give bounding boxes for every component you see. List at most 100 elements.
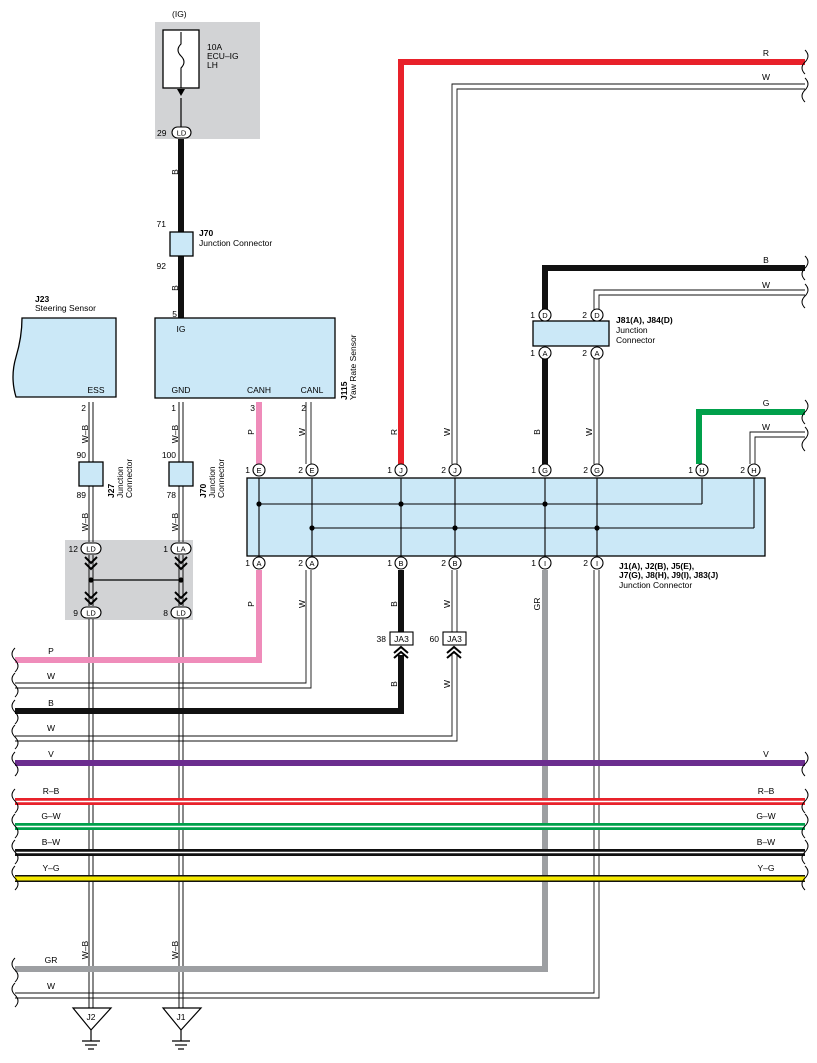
pin-num: 1 xyxy=(531,465,536,475)
ground-j2-icon xyxy=(71,1007,113,1050)
yaw-id: J115 xyxy=(339,381,349,400)
fuse-rating: 10A xyxy=(207,42,222,52)
wire-g-w xyxy=(15,823,805,830)
bus-label-left: W xyxy=(47,981,55,991)
pin-num: 1 xyxy=(387,558,392,568)
j81-pin-a1 xyxy=(538,346,552,360)
wire-label-right: B xyxy=(763,255,769,265)
pin-num: 1 xyxy=(688,465,693,475)
bus-label-left: P xyxy=(48,646,54,656)
fuse-supply: (IG) xyxy=(172,9,187,19)
j81-pin-num: 2 xyxy=(582,348,587,358)
bus-label-left: B–W xyxy=(42,837,60,847)
pin-num: 2 xyxy=(740,465,745,475)
pin-num: 2 xyxy=(298,465,303,475)
wire-label: R xyxy=(389,429,399,435)
pin-num: 2 xyxy=(583,465,588,475)
j81-pin-num: 1 xyxy=(530,310,535,320)
connector-ld-top xyxy=(171,126,192,139)
pin-letter: H xyxy=(699,466,704,475)
connector-ld-label: LD xyxy=(177,129,187,138)
wire-label: W–B xyxy=(170,940,180,959)
yaw-canh: CANH xyxy=(247,385,271,395)
wire-label-right: W xyxy=(762,422,770,432)
ground-j2-label: J2 xyxy=(87,1012,96,1022)
steering-sensor-box xyxy=(12,317,117,398)
ja3-connector-38 xyxy=(389,631,414,646)
wire-w-j81 xyxy=(593,289,805,464)
pin-letter: J xyxy=(399,466,403,475)
j81-id: J81(A), J84(D) xyxy=(616,315,673,325)
junction-bottom-pins xyxy=(252,556,604,570)
junction-title-3: Junction Connector xyxy=(619,580,692,590)
splice-dot xyxy=(178,577,184,583)
yaw-ig: IG xyxy=(177,324,186,334)
wire-label-right: G xyxy=(763,398,770,408)
pin-num: 1 xyxy=(245,465,250,475)
ld-pin-9: 9 xyxy=(73,608,78,618)
bus-label-left: Y–G xyxy=(42,863,59,873)
ground-j1-label: J1 xyxy=(177,1012,186,1022)
ja3-label: JA3 xyxy=(394,634,409,644)
wire-label: W–B xyxy=(170,512,180,531)
bus-label-right: G–W xyxy=(756,811,775,821)
ld-la-connectors xyxy=(80,542,192,619)
ld-pin-8: 8 xyxy=(163,608,168,618)
j81-line2: Connector xyxy=(616,335,655,345)
ja3-pin-38: 38 xyxy=(377,634,387,644)
j81-pin-num: 2 xyxy=(582,310,587,320)
ld-bot2-label: LD xyxy=(176,609,186,618)
junction-internal-bus xyxy=(258,478,755,556)
connector-ld-pin: 29 xyxy=(157,128,167,138)
yaw-rate-sensor-box xyxy=(154,317,336,399)
wire-wb-right xyxy=(178,402,184,1008)
j70-top-pin-out: 92 xyxy=(157,261,167,271)
wire-w-top xyxy=(451,83,805,464)
j70-top-desc: Junction Connector xyxy=(199,238,272,248)
wire-w-bottom xyxy=(15,570,600,999)
j81-letter: D xyxy=(542,311,548,320)
bus-label-right: V xyxy=(763,749,769,759)
wire-label: B xyxy=(170,169,180,175)
wire-label: W xyxy=(584,428,594,436)
wire-label: W xyxy=(297,600,307,608)
j70-mid-pin-out: 78 xyxy=(167,490,177,500)
j27-connector xyxy=(78,461,104,487)
pin-letter: A xyxy=(256,559,261,568)
yaw-canl: CANL xyxy=(301,385,324,395)
ja3-connector-60 xyxy=(442,631,467,646)
pin-letter: G xyxy=(594,466,600,475)
j27-id: J27 xyxy=(106,484,116,498)
yaw-gnd-pin: 1 xyxy=(171,403,176,413)
wire-y-g xyxy=(15,875,805,882)
pin-num: 1 xyxy=(245,558,250,568)
bus-label-left: W xyxy=(47,671,55,681)
ja3-label: JA3 xyxy=(447,634,462,644)
j27-line2: Connector xyxy=(124,459,134,498)
wire-b-j81 xyxy=(542,265,805,318)
pin-num: 2 xyxy=(583,558,588,568)
la-pin-1: 1 xyxy=(163,544,168,554)
fuse-icon xyxy=(162,29,200,96)
junction-connector-box xyxy=(246,477,766,557)
j23-pin: 2 xyxy=(81,403,86,413)
wire-w-ja3 xyxy=(15,570,458,742)
la-label: LA xyxy=(176,545,185,554)
ground-j1-icon xyxy=(161,1007,203,1050)
j23-name: Steering Sensor xyxy=(35,303,96,313)
wire-label-right: W xyxy=(762,72,770,82)
j81-letter: A xyxy=(594,349,599,358)
j27-pin-in: 90 xyxy=(77,450,87,460)
bus-label-left: B xyxy=(48,698,54,708)
wire-label: P xyxy=(246,601,256,607)
j70-mid-line2: Connector xyxy=(216,459,226,498)
bus-label-left: W xyxy=(47,723,55,733)
wire-label: P xyxy=(246,429,256,435)
left-break-marks xyxy=(11,647,19,1008)
bus-label-left: R–B xyxy=(43,786,60,796)
j81-letter: A xyxy=(542,349,547,358)
wire-w-canl xyxy=(305,402,312,464)
wire-label: W–B xyxy=(80,940,90,959)
j23-terminal: ESS xyxy=(87,385,104,395)
j27-line1: Junction xyxy=(115,466,125,498)
